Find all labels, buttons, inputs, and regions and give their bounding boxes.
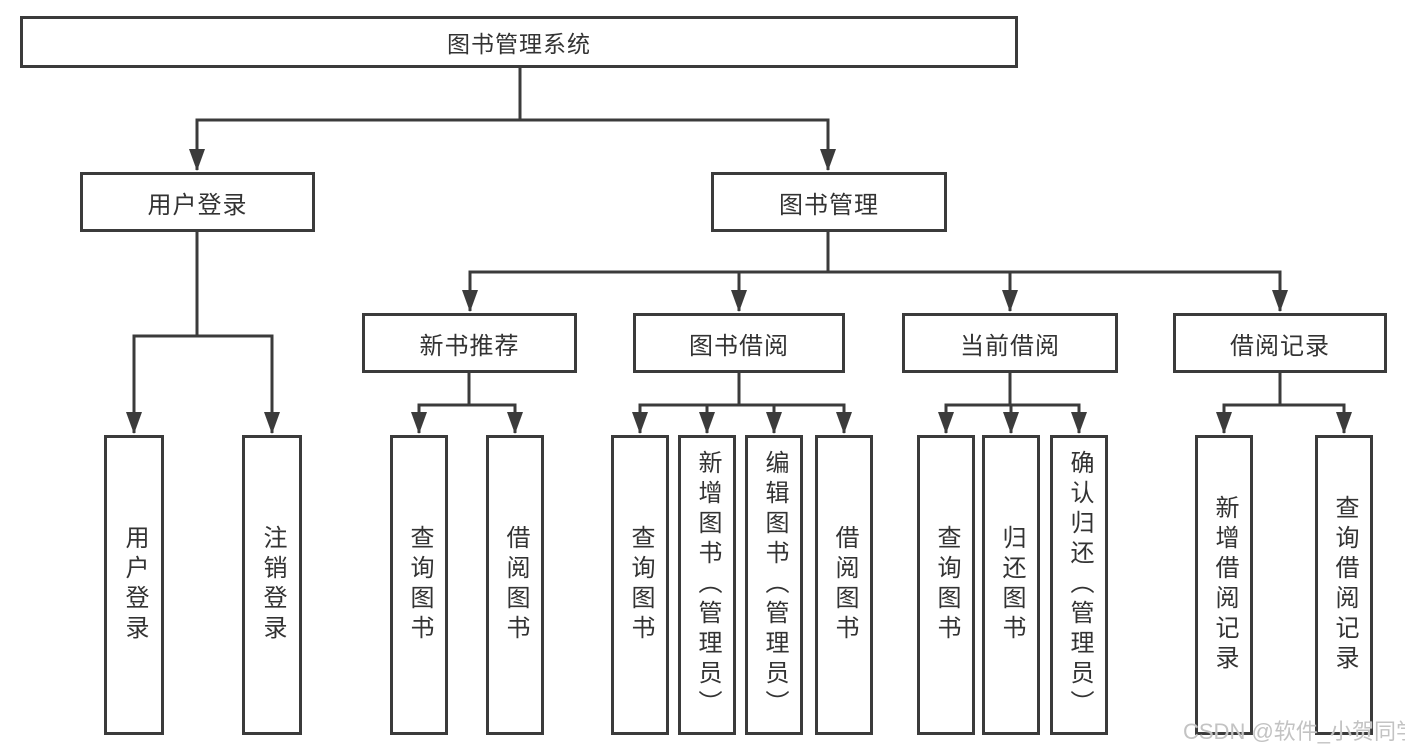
node-user-login: 用户登录	[80, 172, 315, 232]
node-label: 新增借阅记录	[1211, 495, 1238, 675]
node-label: 当前借阅	[960, 332, 1060, 360]
leaf-user-login: 用户登录	[104, 435, 164, 735]
node-label: 确认归还（管理员）	[1066, 450, 1093, 720]
leaf-query-borrow-record: 查询借阅记录	[1315, 435, 1373, 735]
leaf-add-books-admin: 新增图书（管理员）	[678, 435, 736, 735]
node-book-borrow: 图书借阅	[633, 313, 845, 373]
node-label: 编辑图书（管理员）	[761, 450, 788, 720]
node-library-management-system: 图书管理系统	[20, 16, 1018, 68]
node-label: 借阅图书	[502, 525, 529, 645]
leaf-borrow-books: 借阅图书	[815, 435, 873, 735]
node-label: 查询图书	[406, 525, 433, 645]
leaf-logout: 注销登录	[242, 435, 302, 735]
node-label: 图书管理系统	[447, 31, 591, 57]
node-label: 用户登录	[121, 525, 148, 645]
leaf-borrow-books-recommend: 借阅图书	[486, 435, 544, 735]
leaf-return-books: 归还图书	[982, 435, 1040, 735]
csdn-watermark: CSDN @软件_小贺同学	[1183, 719, 1405, 744]
node-borrow-records: 借阅记录	[1173, 313, 1387, 373]
node-label: 图书管理	[779, 191, 879, 219]
node-label: 新书推荐	[419, 332, 520, 360]
leaf-edit-books-admin: 编辑图书（管理员）	[745, 435, 803, 735]
node-label: 用户登录	[147, 191, 248, 219]
node-label: 查询图书	[933, 525, 960, 645]
node-book-management: 图书管理	[711, 172, 947, 232]
node-label: 借阅图书	[831, 525, 858, 645]
node-label: 图书借阅	[689, 332, 789, 360]
leaf-query-books-recommend: 查询图书	[390, 435, 448, 735]
leaf-confirm-return-admin: 确认归还（管理员）	[1050, 435, 1108, 735]
node-new-book-recommend: 新书推荐	[362, 313, 577, 373]
leaf-query-books-current: 查询图书	[917, 435, 975, 735]
node-label: 新增图书（管理员）	[694, 450, 721, 720]
node-label: 查询借阅记录	[1331, 495, 1358, 675]
node-current-borrow: 当前借阅	[902, 313, 1118, 373]
leaf-add-borrow-record: 新增借阅记录	[1195, 435, 1253, 735]
leaf-query-books-borrow: 查询图书	[611, 435, 669, 735]
node-label: 归还图书	[998, 525, 1025, 645]
node-label: 查询图书	[627, 525, 654, 645]
node-label: 注销登录	[259, 525, 286, 645]
node-label: 借阅记录	[1230, 332, 1330, 360]
